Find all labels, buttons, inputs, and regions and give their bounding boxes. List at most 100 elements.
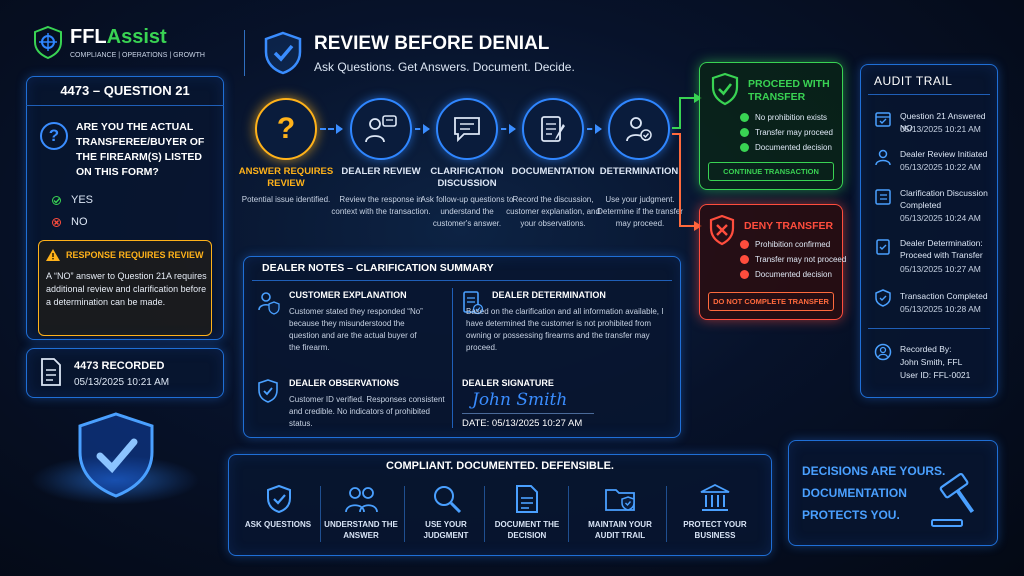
recorded-by-user-id: User ID: FFL-0021 xyxy=(900,370,971,380)
step-desc: Record the discussion, customer explanat… xyxy=(506,195,600,228)
dealer-signature: John Smith xyxy=(472,390,568,410)
deny-panel xyxy=(699,204,843,320)
page-title: REVIEW BEFORE DENIAL xyxy=(314,33,550,54)
audit-item-label: Clarification Discussion Completed xyxy=(900,188,988,210)
header-divider xyxy=(244,30,245,76)
signature-label: DEALER SIGNATURE xyxy=(462,378,554,388)
principles-panel xyxy=(228,454,772,556)
audit-divider xyxy=(868,94,990,95)
determination-text: Based on the clarification and all infor… xyxy=(466,307,664,352)
shield-check-icon xyxy=(262,30,304,76)
large-shield-check-icon xyxy=(74,410,158,500)
signature-line xyxy=(462,413,594,414)
audit-trail-panel xyxy=(860,64,998,398)
x-circle-icon xyxy=(52,217,61,227)
question-text: ARE YOU THE ACTUAL TRANSFEREE/BUYER OF T… xyxy=(76,121,205,178)
brand-name: FFLAssist xyxy=(70,26,167,48)
audit-item-time: 05/13/2025 10:22 AM xyxy=(900,162,981,172)
audit-divider xyxy=(868,328,990,329)
shield-check-green-icon xyxy=(710,72,740,106)
shield-x-red-icon xyxy=(708,214,736,246)
determination-title: DEALER DETERMINATION xyxy=(492,290,606,300)
deny-title: DENY TRANSFER xyxy=(744,220,834,232)
flow-arrow xyxy=(415,124,430,134)
warning-box xyxy=(38,240,212,336)
step-desc: Use your judgment. Determine if the tran… xyxy=(597,195,683,228)
proceed-item: Transfer may proceed xyxy=(740,128,833,137)
recorded-by-label: Recorded By: xyxy=(900,344,952,354)
recorded-date: 05/13/2025 10:21 AM xyxy=(74,377,170,388)
audit-item-time: 05/13/2025 10:24 AM xyxy=(900,213,981,223)
magnifier-icon xyxy=(432,484,462,514)
principle-item: DOCUMENT THE DECISION xyxy=(494,520,560,540)
slogan-panel xyxy=(788,440,998,546)
user-icon xyxy=(874,148,892,166)
step-documentation-icon xyxy=(522,98,584,160)
principle-divider xyxy=(484,486,485,542)
warning-text: A “NO” answer to Question 21A requires a… xyxy=(46,271,207,307)
audit-item-time: 05/13/2025 10:28 AM xyxy=(900,304,981,314)
user-circle-icon xyxy=(874,343,892,361)
people-icon xyxy=(344,484,378,514)
step-desc: Potential issue identified. xyxy=(241,195,331,204)
principles-title: COMPLIANT. DOCUMENTED. DEFENSIBLE. xyxy=(386,460,614,472)
document-check-icon xyxy=(874,238,892,256)
do-not-complete-transfer-button[interactable]: DO NOT COMPLETE TRANSFER xyxy=(708,292,834,311)
explanation-title: CUSTOMER EXPLANATION xyxy=(289,290,407,300)
recorded-panel xyxy=(26,348,224,398)
notes-title: DEALER NOTES – CLARIFICATION SUMMARY xyxy=(262,262,494,274)
step-title: DETERMINATION xyxy=(599,166,679,177)
folder-shield-icon xyxy=(604,484,638,514)
step-title: CLARIFICATION DISCUSSION xyxy=(430,166,504,189)
step-dealer-review-icon xyxy=(350,98,412,160)
notes-vdivider xyxy=(452,288,453,428)
step-desc: Ask follow-up questions to understand th… xyxy=(420,195,514,228)
flow-arrow xyxy=(587,124,602,134)
principle-item: USE YOUR JUDGMENT xyxy=(423,520,469,540)
check-circle-icon xyxy=(52,195,61,205)
gavel-icon xyxy=(928,470,988,530)
answer-yes: YES xyxy=(52,194,93,206)
step-review-icon: ? xyxy=(255,98,317,160)
audit-item-time: 05/13/2025 10:21 AM xyxy=(900,124,981,134)
shield-check-icon xyxy=(874,289,892,307)
principle-item: MAINTAIN YOUR AUDIT TRAIL xyxy=(588,520,652,540)
recorded-by-name: John Smith, FFL xyxy=(900,357,963,367)
proceed-title: PROCEED WITH TRANSFER xyxy=(748,78,830,103)
ffl-logo-icon xyxy=(30,24,66,60)
branch-arrows xyxy=(672,93,702,231)
question-title: 4473 – QUESTION 21 xyxy=(26,76,224,106)
audit-item-time: 05/13/2025 10:27 AM xyxy=(900,264,981,274)
principle-item: ASK QUESTIONS xyxy=(244,520,312,529)
deny-item: Transfer may not proceed xyxy=(740,255,846,264)
proceed-item: No prohibition exists xyxy=(740,113,827,122)
observations-title: DEALER OBSERVATIONS xyxy=(289,378,400,388)
signature-date: DATE: 05/13/2025 10:27 AM xyxy=(462,418,583,429)
audit-item-label: Question 21 Answered NO xyxy=(900,111,986,133)
question-panel xyxy=(26,76,224,340)
proceed-item: Documented decision xyxy=(740,143,832,152)
principle-divider xyxy=(404,486,405,542)
notes-divider xyxy=(252,280,672,281)
step-determination-icon xyxy=(608,98,670,160)
checklist-icon xyxy=(874,188,892,206)
warning-icon xyxy=(46,249,60,261)
principle-divider xyxy=(320,486,321,542)
step-title: ANSWER REQUIRES REVIEW xyxy=(238,166,334,189)
principle-item: PROTECT YOUR BUSINESS xyxy=(683,520,747,540)
step-desc: Review the response in context with the … xyxy=(331,195,431,216)
audit-item-label: Transaction Completed xyxy=(900,291,988,301)
continue-transaction-button[interactable]: CONTINUE TRANSACTION xyxy=(708,162,834,181)
deny-item: Prohibition confirmed xyxy=(740,240,830,249)
step-title: DOCUMENTATION xyxy=(511,166,595,177)
step-title: DEALER REVIEW xyxy=(341,166,421,177)
explanation-text: Customer stated they responded “No” beca… xyxy=(289,307,423,352)
question-mark-icon: ? xyxy=(40,122,68,150)
document-icon xyxy=(40,358,62,386)
shield-check-icon xyxy=(264,484,294,514)
flow-arrow xyxy=(320,124,343,134)
observations-text: Customer ID verified. Responses consiste… xyxy=(289,395,445,428)
document-icon xyxy=(514,484,540,514)
deny-item: Documented decision xyxy=(740,270,832,279)
page-subtitle: Ask Questions. Get Answers. Document. De… xyxy=(314,60,575,74)
